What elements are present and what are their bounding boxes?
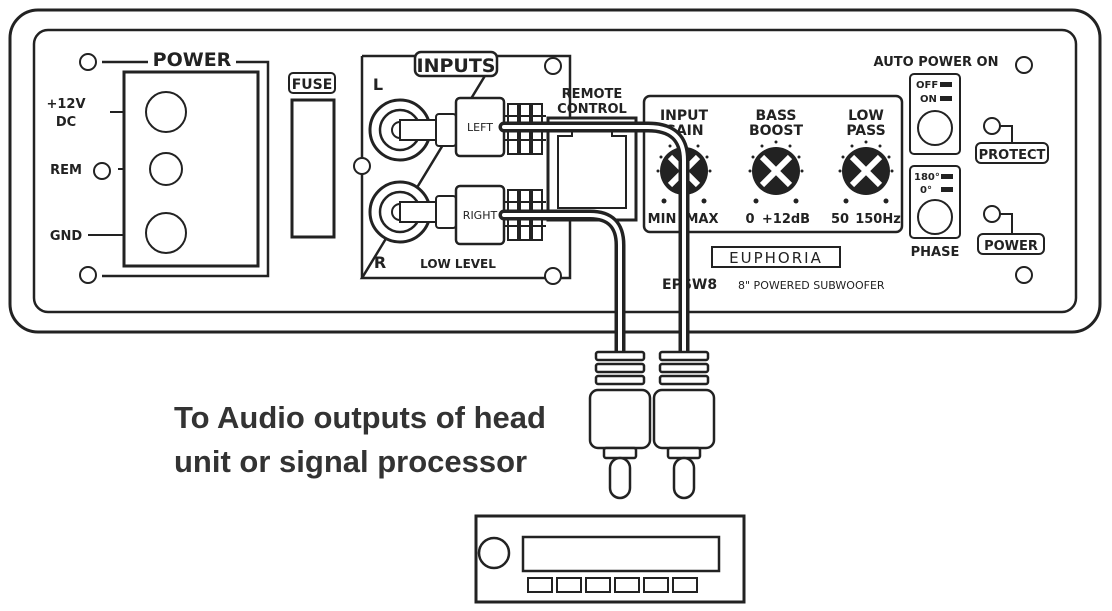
mount-screw-icon bbox=[79, 53, 97, 71]
low-pass-max: 150Hz bbox=[855, 212, 901, 227]
bass-boost-min: 0 bbox=[745, 212, 754, 227]
bass-boost-max: +12dB bbox=[762, 212, 810, 227]
phase-180-label: 180° bbox=[914, 172, 940, 183]
model-description: 8" POWERED SUBWOOFER bbox=[738, 279, 885, 292]
knob-tick-dots bbox=[656, 140, 894, 204]
fuse-label-box bbox=[288, 72, 336, 94]
phase-label: PHASE bbox=[911, 245, 960, 260]
terminal-gnd-screw bbox=[145, 212, 187, 254]
input-l-label: L bbox=[373, 75, 383, 94]
input-gain-min: MIN bbox=[648, 212, 677, 227]
protect-led bbox=[983, 117, 1001, 135]
label-rem: REM bbox=[50, 163, 82, 178]
low-level-label: LOW LEVEL bbox=[420, 257, 496, 271]
fuse-group: FUSE bbox=[288, 72, 336, 239]
low-pass-label-1: LOW bbox=[848, 108, 884, 124]
inputs-label-box bbox=[413, 50, 499, 78]
rca-plug-left-body bbox=[435, 113, 457, 147]
input-gain-label-1: INPUT bbox=[660, 108, 709, 124]
control-panel: INPUT GAIN BASS BOOST LOW PASS MIN MAX 0 bbox=[642, 94, 904, 234]
label-12v: +12V bbox=[46, 97, 85, 112]
rca-jack-right[interactable] bbox=[368, 180, 439, 244]
auto-power-switch[interactable]: OFF ON bbox=[909, 73, 961, 155]
remote-label-2: CONTROL bbox=[557, 102, 627, 117]
power-led-label: POWER bbox=[984, 239, 1038, 254]
phase-0-label: 0° bbox=[920, 185, 932, 196]
brand-name: EUPHORIA bbox=[729, 249, 823, 267]
inputs-title: INPUTS bbox=[417, 55, 496, 77]
protect-label: PROTECT bbox=[979, 148, 1046, 163]
auto-power-on-label: ON bbox=[920, 94, 937, 105]
terminal-12v-screw bbox=[145, 91, 187, 133]
label-gnd: GND bbox=[50, 229, 83, 244]
remote-label-1: REMOTE bbox=[562, 87, 623, 102]
bass-boost-label-2: BOOST bbox=[749, 123, 804, 139]
input-r-label: R bbox=[374, 253, 386, 272]
brand-badge bbox=[711, 246, 841, 268]
chassis-inner bbox=[32, 28, 1078, 314]
phase-switch[interactable]: 180° 0° bbox=[909, 165, 961, 239]
rca-plug-left bbox=[588, 350, 652, 500]
inputs-group: INPUTS L R LOW LEVEL LEFT RIGHT bbox=[353, 50, 572, 285]
mount-screw-icon bbox=[544, 57, 562, 75]
chassis-outer bbox=[8, 8, 1102, 334]
bass-boost-label-1: BASS bbox=[755, 108, 796, 124]
model-name: EPSW8 bbox=[662, 277, 717, 293]
mount-screw-icon bbox=[353, 157, 371, 175]
caption-line-1: To Audio outputs of head bbox=[174, 400, 546, 435]
bass-boost-knob[interactable] bbox=[752, 147, 800, 195]
rca-plug-right-body bbox=[435, 195, 457, 229]
protect-indicator: PROTECT bbox=[975, 117, 1049, 164]
power-led bbox=[983, 205, 1001, 223]
fuse-holder bbox=[290, 98, 336, 239]
rem-led bbox=[93, 162, 111, 180]
power-terminal-block bbox=[122, 70, 260, 268]
power-indicator: POWER bbox=[977, 205, 1045, 255]
low-pass-label-2: PASS bbox=[846, 123, 885, 139]
caption-line-2: unit or signal processor bbox=[174, 444, 527, 479]
fuse-label: FUSE bbox=[292, 77, 333, 93]
power-terminal-group: POWER +12V DC REM GND bbox=[46, 49, 270, 278]
rca-cables bbox=[498, 121, 690, 358]
power-title: POWER bbox=[153, 49, 232, 71]
right-input-label: RIGHT bbox=[463, 209, 498, 222]
low-pass-min: 50 bbox=[831, 212, 849, 227]
head-unit-icon bbox=[474, 514, 746, 604]
rca-plug-right bbox=[652, 350, 716, 500]
mount-screw-icon bbox=[1015, 56, 1033, 74]
remote-control-group: REMOTE CONTROL bbox=[546, 87, 638, 222]
label-dc: DC bbox=[56, 115, 76, 130]
mount-screw-icon bbox=[79, 266, 97, 284]
auto-power-off-label: OFF bbox=[916, 80, 938, 91]
low-pass-knob[interactable] bbox=[842, 147, 890, 195]
left-input-label: LEFT bbox=[467, 121, 493, 134]
mount-screw-icon bbox=[544, 267, 562, 285]
input-gain-max: MAX bbox=[685, 212, 718, 227]
auto-power-title: AUTO POWER ON bbox=[874, 55, 999, 70]
rca-jack-left[interactable] bbox=[368, 98, 439, 162]
mount-screw-icon bbox=[1015, 266, 1033, 284]
terminal-rem-screw bbox=[149, 152, 183, 186]
